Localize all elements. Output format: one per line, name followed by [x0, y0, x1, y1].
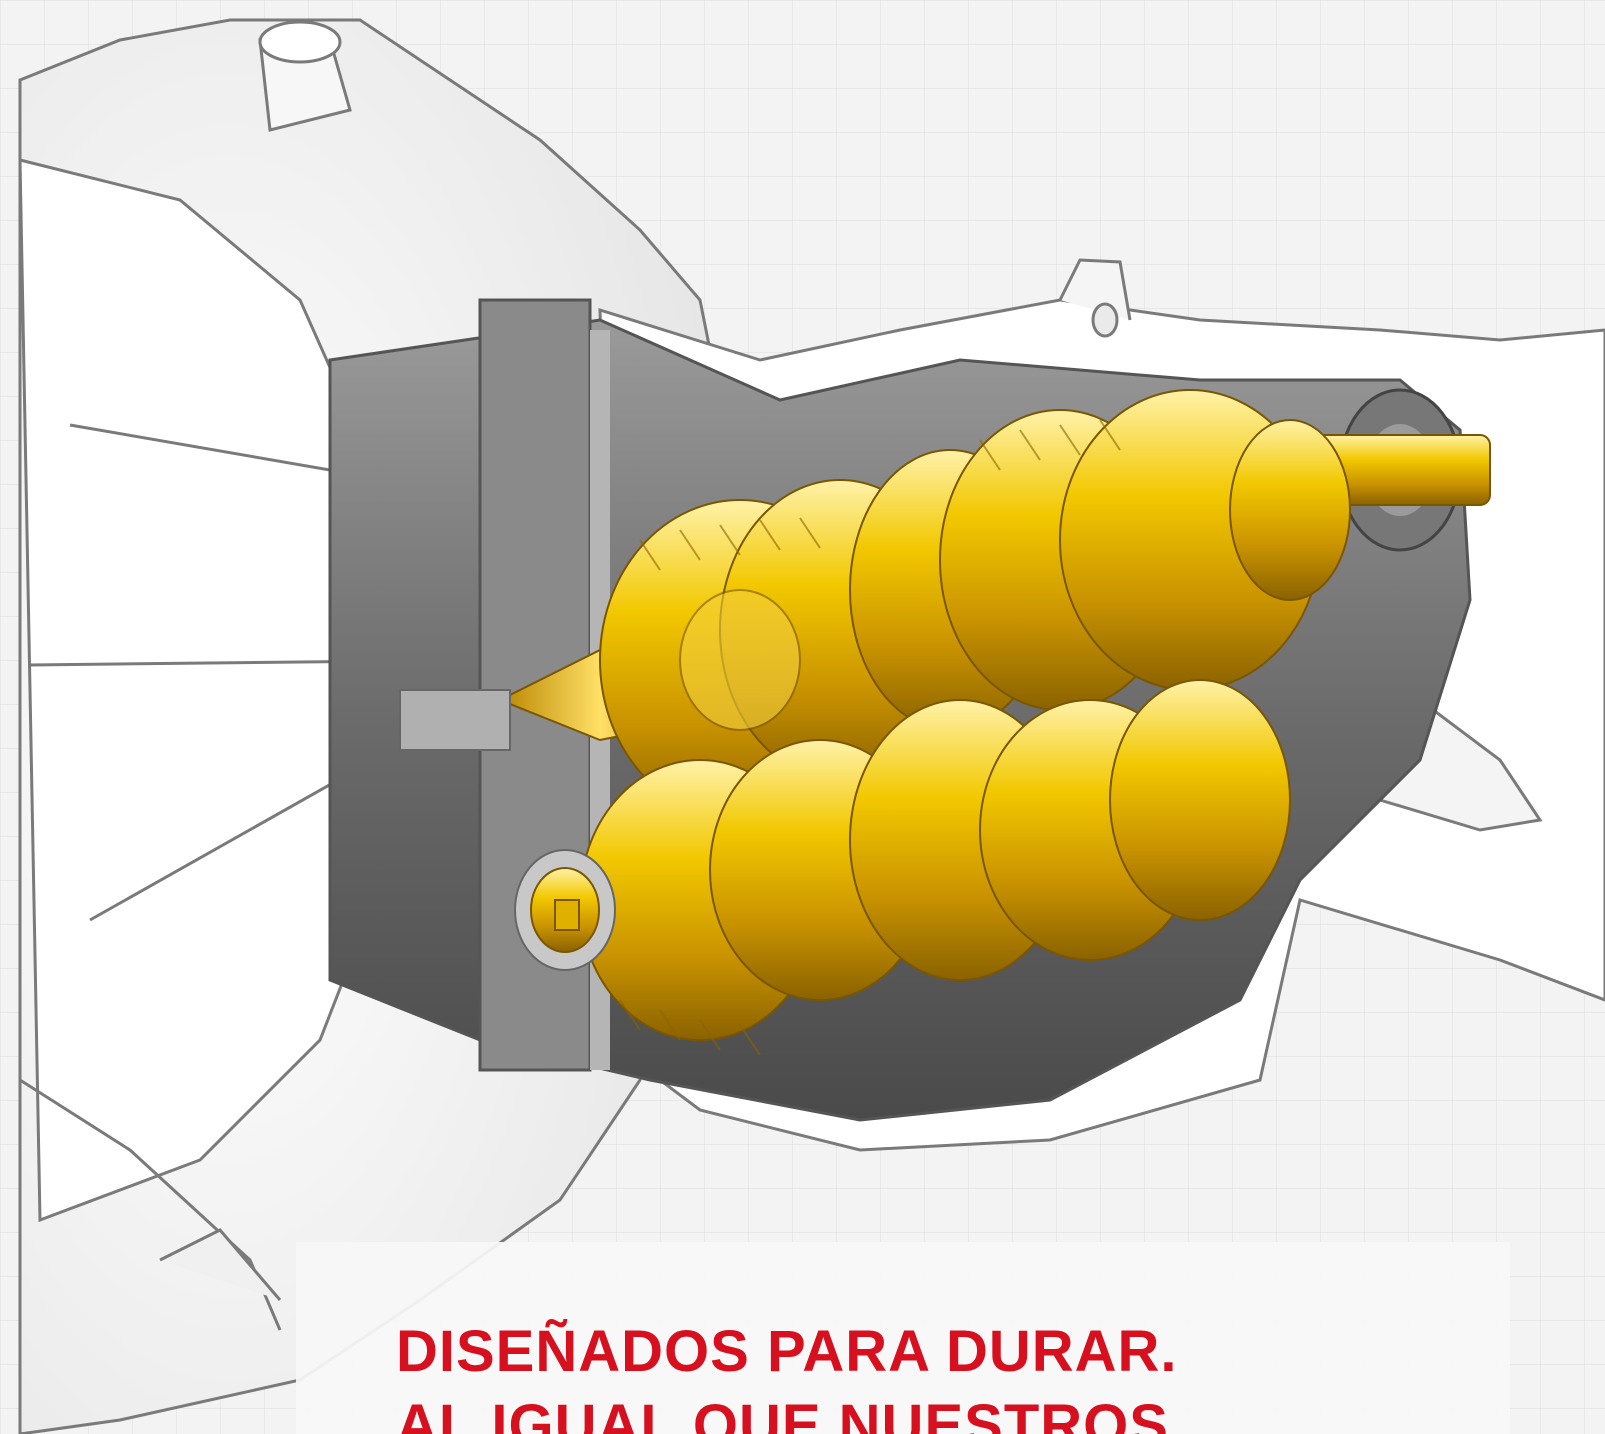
- headline-line-2: AL IGUAL QUE NUESTROS: [396, 1393, 1169, 1434]
- gear-teeth-texture: [619, 419, 1121, 1056]
- counter-shaft-gears: [514, 679, 1291, 1041]
- headline-panel: DISEÑADOS PARA DURAR. AL IGUAL QUE NUEST…: [296, 1242, 1510, 1434]
- main-shaft-gears: [399, 389, 1491, 821]
- headline-line-1: DISEÑADOS PARA DURAR.: [396, 1319, 1178, 1384]
